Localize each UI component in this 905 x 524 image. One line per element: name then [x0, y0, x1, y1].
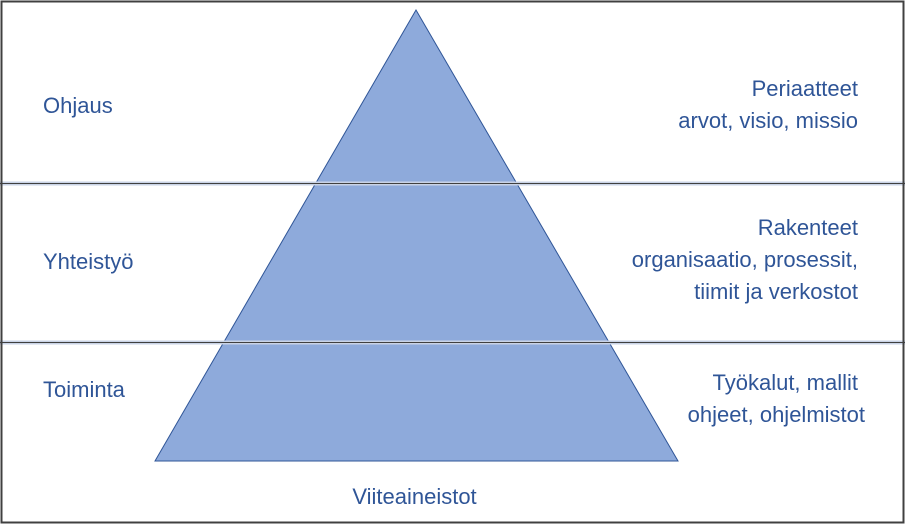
level-description-yhteistyo: Rakenteet organisaatio, prosessit, tiimi…: [632, 212, 858, 308]
description-line: Periaatteet: [751, 76, 858, 101]
base-label: Viiteaineistot: [352, 484, 477, 509]
description-line: Työkalut, mallit: [712, 370, 859, 395]
level-description-ohjaus: Periaatteet arvot, visio, missio: [678, 73, 858, 137]
description-line: arvot, visio, missio: [678, 108, 858, 133]
description-line: organisaatio, prosessit,: [631, 247, 858, 272]
level-description-toiminta: Työkalut, mallit ohjeet, ohjelmistot: [688, 367, 865, 431]
description-line: ohjeet, ohjelmistot: [687, 402, 865, 427]
level-label-yhteistyo: Yhteistyö: [43, 249, 134, 274]
level-label-ohjaus: Ohjaus: [43, 93, 113, 118]
level-label-toiminta: Toiminta: [43, 377, 125, 402]
description-line: Rakenteet: [757, 215, 858, 240]
description-line: tiimit ja verkostot: [694, 279, 858, 304]
pyramid: [154, 9, 679, 462]
